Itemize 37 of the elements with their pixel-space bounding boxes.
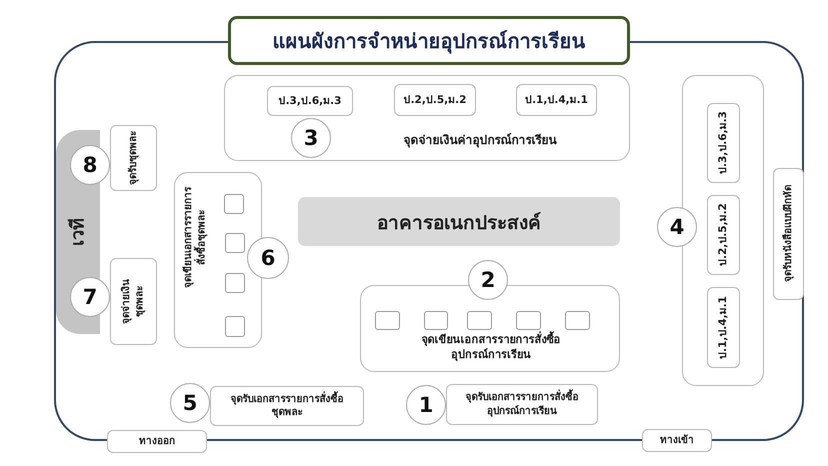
grade-tag: ป.1,ป.4,ม.1 bbox=[707, 287, 740, 368]
exit-sign: ทางออก bbox=[107, 430, 207, 453]
writing-area bbox=[174, 172, 262, 348]
desk bbox=[225, 233, 245, 253]
title-banner: แผนผังการจำหน่ายอุปกรณ์การเรียน bbox=[228, 16, 630, 65]
desk bbox=[375, 311, 400, 330]
desk bbox=[224, 194, 244, 214]
desk bbox=[225, 316, 245, 337]
entrance-sign: ทางเข้า bbox=[642, 429, 712, 452]
station-sign: จุดจ่ายเงินชุดพละ bbox=[110, 258, 157, 345]
grade-tag: ป.3,ป.6,ม.3 bbox=[707, 103, 740, 183]
desk bbox=[516, 311, 541, 330]
station-number: 6 bbox=[247, 237, 289, 279]
station-number: 3 bbox=[291, 118, 331, 158]
station-number: 5 bbox=[170, 383, 210, 423]
writing-area bbox=[360, 285, 620, 372]
station-sign: จุดรับหนังสือแบบฝึกหัด bbox=[773, 168, 804, 300]
area-label: จุดจ่ายเงินค่าอุปกรณ์การเรียน bbox=[402, 132, 558, 148]
pickup-area bbox=[682, 75, 764, 386]
desk bbox=[225, 273, 245, 293]
grade-tag: ป.2,ป.5,ม.2 bbox=[707, 195, 740, 275]
building-block: อาคารอเนกประสงค์ bbox=[298, 197, 620, 246]
station-number: 1 bbox=[406, 385, 446, 425]
station-sign: จุดรับเอกสารรายการสั่งซื้ออุปกรณ์การเรียน bbox=[446, 384, 598, 425]
grade-tag: ป.2,ป.5,ม.2 bbox=[394, 84, 476, 116]
station-number: 4 bbox=[657, 207, 697, 247]
area-label: จุดเขียนเอกสารรายการสั่งซื้ออุปกรณ์การเรียน bbox=[420, 333, 562, 363]
grade-tag: ป.3,ป.6,ม.3 bbox=[267, 86, 353, 116]
desk bbox=[467, 311, 492, 330]
payment-area bbox=[224, 75, 630, 161]
grade-tag: ป.1,ป.4,ม.1 bbox=[516, 84, 597, 116]
station-sign: จุดรับชุดพละ bbox=[110, 125, 157, 191]
area-label: จุดเขียนเอกสารรายการสั่งซื้อชุดพละ bbox=[182, 187, 208, 289]
station-number: 2 bbox=[468, 260, 508, 300]
station-sign: จุดรับเอกสารรายการสั่งซื้อชุดพละ bbox=[210, 386, 364, 426]
desk bbox=[424, 311, 448, 330]
desk bbox=[565, 311, 590, 330]
